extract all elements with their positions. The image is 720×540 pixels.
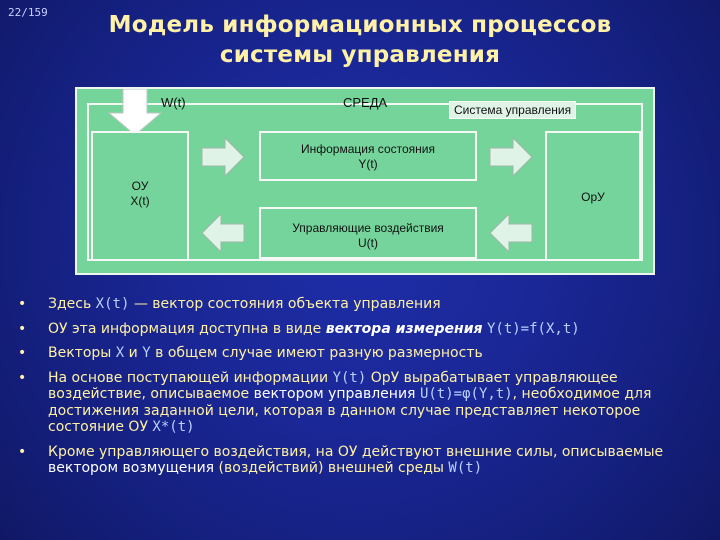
target-state: X*(t) [152, 419, 195, 435]
bullet-text: , необходимое для достижения заданной це… [48, 386, 652, 435]
control-formula: U(t)=φ(Y,t) [419, 386, 513, 402]
emphasis-term: вектором возмущения [48, 460, 215, 476]
title-line-1: Модель информационных процессов [108, 12, 612, 38]
bullet-text: ОУ эта информация доступна в виде [48, 320, 326, 337]
slide-number: 22/159 [8, 6, 48, 19]
system-label: Система управления [449, 101, 577, 119]
emphasis-term: вектором управления [253, 386, 416, 402]
bullet-text: в общем случае имеют разную размерность [150, 345, 483, 361]
bullet-text: (воздействий) внешней среды [214, 460, 449, 476]
bullet-text: На основе поступающей информации [48, 369, 333, 386]
ou-state-label: X(t) [130, 194, 150, 208]
control-object-box: ОУ X(t) [91, 131, 189, 261]
bullet-text: Кроме управляющего воздействия, на ОУ де… [48, 443, 664, 460]
bullet-text: Векторы [48, 345, 116, 361]
left-arrow-icon [201, 213, 245, 253]
environment-frame [87, 103, 643, 261]
bullet-list: Здесь X(t) — вектор состояния объекта уп… [18, 296, 708, 485]
vector-y: Y [142, 345, 151, 361]
model-diagram: W(t) СРЕДА Система управления ОУ X(t) Ин… [75, 87, 655, 275]
emphasis-term: вектора измерения [325, 320, 483, 337]
bullet-text: и [124, 345, 143, 361]
title-line-2: системы управления [219, 42, 501, 68]
bullet-text: ОрУ вырабатывает управляющее воздействие… [48, 369, 618, 403]
bullet-item: Кроме управляющего воздействия, на ОУ де… [18, 444, 708, 477]
bullet-item: Векторы X и Y в общем случае имеют разну… [18, 345, 708, 362]
left-arrow-icon [489, 213, 533, 253]
control-unit-box: ОрУ [545, 131, 641, 261]
vector-x: X [115, 345, 125, 361]
vector-y-t: Y(t) [332, 369, 367, 386]
control-actions-label: Управляющие воздействия [292, 221, 444, 235]
environment-label: СРЕДА [343, 95, 388, 110]
state-info-sub: Y(t) [358, 157, 378, 171]
state-info-box: Информация состояния Y(t) [259, 131, 477, 181]
control-actions-box: Управляющие воздействия U(t) [259, 207, 477, 259]
state-vector: X(t) [95, 296, 130, 312]
right-arrow-icon [489, 137, 533, 177]
state-info-label: Информация состояния [301, 142, 435, 156]
control-actions-sub: U(t) [358, 236, 378, 250]
disturbance-arrow-icon [107, 89, 163, 136]
measurement-formula: Y(t)=f(X,t) [486, 320, 580, 337]
bullet-text: Здесь [48, 296, 96, 312]
bullet-item: На основе поступающей информации Y(t) Ор… [18, 370, 708, 436]
bullet-text: — вектор состояния объекта управления [129, 296, 441, 312]
disturbance-label: W(t) [161, 95, 186, 110]
disturbance-vector: W(t) [448, 460, 483, 476]
oru-label: ОрУ [581, 190, 605, 204]
bullet-item: Здесь X(t) — вектор состояния объекта уп… [18, 296, 708, 313]
right-arrow-icon [201, 137, 245, 177]
slide-title: Модель информационных процессов системы … [60, 10, 660, 70]
ou-label: ОУ [131, 179, 149, 193]
bullet-item: ОУ эта информация доступна в виде вектор… [18, 321, 708, 338]
